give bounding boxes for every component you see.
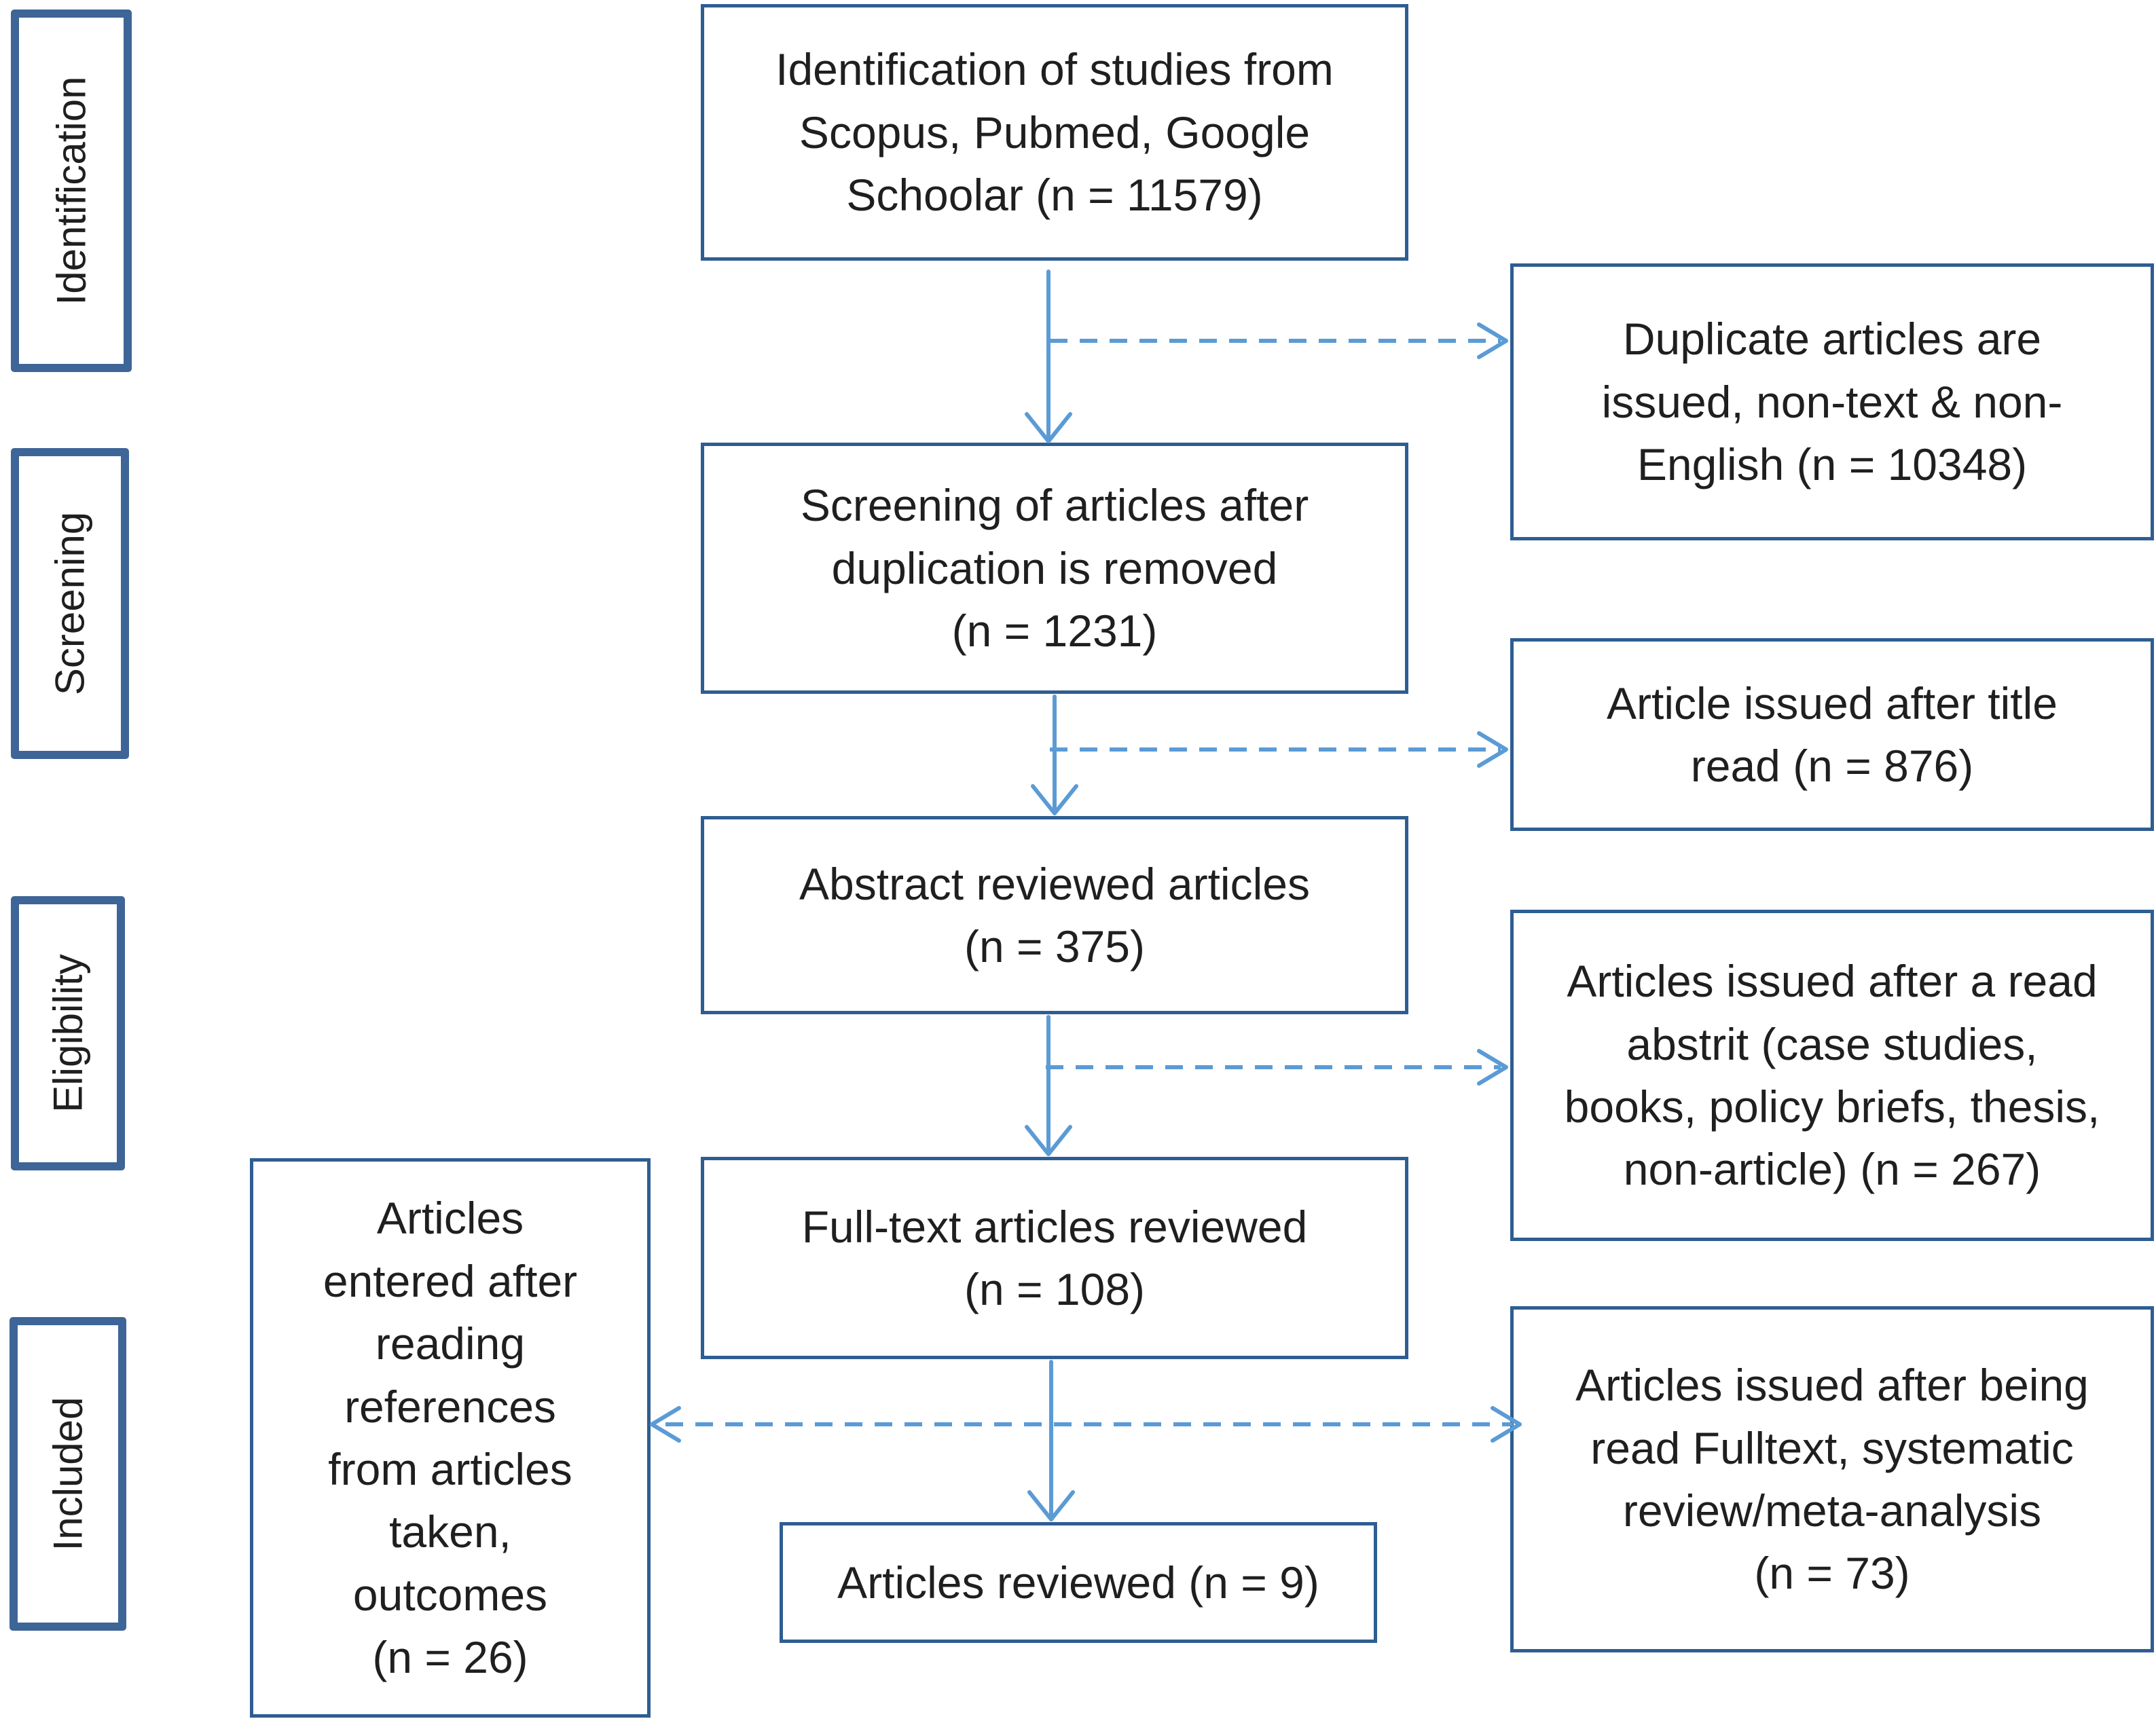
abstract-excluded-box: Articles issued after a read abstrit (ca…	[1510, 910, 2154, 1241]
references-added-box: Articles entered after reading reference…	[250, 1158, 651, 1718]
duplicates-excluded-box: Duplicate articles are issued, non-text …	[1510, 263, 2154, 540]
title-excluded-box: Article issued after title read (n = 876…	[1510, 638, 2154, 831]
dashed-arrowhead-fulltext-excluded	[1491, 1406, 1522, 1443]
included-box: Articles reviewed (n = 9)	[780, 1522, 1377, 1643]
stage-eligibility: Eligibility	[11, 896, 125, 1170]
abstract-review-box: Abstract reviewed articles (n = 375)	[701, 816, 1408, 1014]
fulltext-excluded-box: Articles issued after being read Fulltex…	[1510, 1306, 2154, 1652]
arrowhead-abstract	[1031, 784, 1078, 815]
dashed-arrowhead-title-excluded	[1477, 731, 1508, 768]
screening-box: Screening of articles after duplication …	[701, 443, 1408, 694]
stage-included: Included	[10, 1317, 126, 1631]
dashed-arrowhead-abstract-excluded	[1477, 1049, 1508, 1086]
fulltext-review-box: Full-text articles reviewed (n = 108)	[701, 1157, 1408, 1359]
arrowhead-fulltext	[1025, 1125, 1072, 1156]
stage-screening: Screening	[11, 448, 129, 759]
dashed-arrowhead-duplicates	[1477, 322, 1508, 359]
arrowhead-included	[1027, 1490, 1075, 1521]
identification-box: Identification of studies from Scopus, P…	[701, 4, 1408, 261]
arrowhead-screening	[1025, 412, 1072, 443]
stage-identification: Identification	[11, 10, 132, 372]
dashed-arrowhead-references-added	[650, 1406, 681, 1443]
